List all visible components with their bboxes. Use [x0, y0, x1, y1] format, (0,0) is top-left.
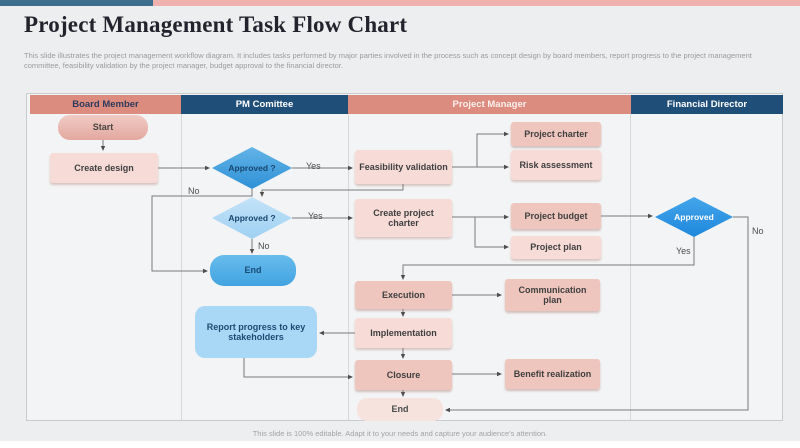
node-project-charter: Project charter — [511, 122, 601, 146]
lane-header-financial-director: Financial Director — [631, 95, 783, 114]
lane-header-project-manager: Project Manager — [348, 95, 631, 114]
lane-divider-3 — [630, 114, 631, 420]
edge-label-yes-3: Yes — [676, 246, 691, 256]
edge-label-yes-2: Yes — [308, 211, 323, 221]
node-feasibility-validation: Feasibility validation — [355, 150, 452, 184]
node-execution: Execution — [355, 281, 452, 309]
edge-label-no-3: No — [752, 226, 764, 236]
node-communication-plan: Communication plan — [505, 279, 600, 311]
slide-footer: This slide is 100% editable. Adapt it to… — [252, 429, 548, 438]
edge-label-no-1: No — [188, 186, 200, 196]
lane-header-board-member: Board Member — [30, 95, 181, 114]
slide-description: This slide illustrates the project manag… — [24, 51, 752, 70]
node-project-budget: Project budget — [511, 203, 601, 229]
node-report-progress: Report progress to key stakeholders — [195, 306, 317, 358]
node-project-plan: Project plan — [511, 236, 601, 259]
edge-label-yes-1: Yes — [306, 161, 321, 171]
node-implementation: Implementation — [355, 318, 452, 348]
top-accent-bar-pink — [153, 0, 800, 6]
node-end-pm-committee: End — [210, 255, 296, 286]
node-start: Start — [58, 115, 148, 140]
node-end-final: End — [357, 398, 443, 421]
page-title: Project Management Task Flow Chart — [24, 12, 408, 37]
lane-header-pm-committee: PM Comittee — [181, 95, 348, 114]
node-risk-assessment: Risk assessment — [511, 150, 601, 180]
node-create-design: Create design — [50, 153, 158, 183]
edge-label-no-2: No — [258, 241, 270, 251]
node-closure: Closure — [355, 360, 452, 390]
top-accent-bar-blue — [0, 0, 153, 6]
node-create-project-charter: Create project charter — [355, 199, 452, 237]
lane-divider-2 — [348, 114, 349, 420]
node-benefit-realization: Benefit realization — [505, 359, 600, 389]
lane-divider-1 — [181, 114, 182, 420]
